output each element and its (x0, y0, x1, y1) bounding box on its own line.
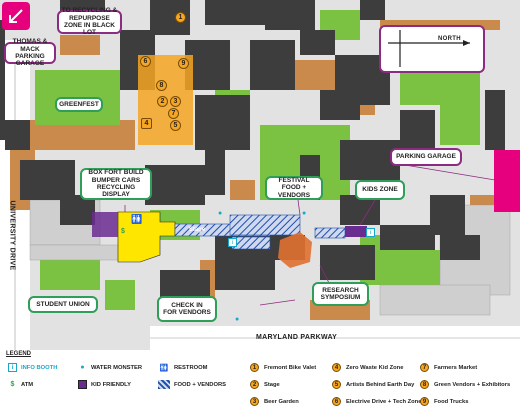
map-base (0, 0, 520, 350)
student-union-building (117, 211, 176, 263)
checkin-callout: CHECK IN FOR VENDORS (157, 296, 217, 322)
marker-5[interactable]: 5 (170, 120, 181, 131)
legend-item-2: 2 Stage (250, 380, 280, 389)
legend-num-3: 3 (250, 397, 259, 406)
legend-num-4: 4 (332, 363, 341, 372)
water-drop-icon: ● (302, 210, 307, 217)
parking-garage-callout: PARKING GARAGE (390, 148, 462, 166)
legend-kid-friendly: KID FRIENDLY (78, 380, 131, 389)
legend-num-7: 7 (420, 363, 429, 372)
marker-8[interactable]: 8 (156, 80, 167, 91)
legend-label-7: Farmers Market (434, 364, 478, 371)
dollar-icon: $ (121, 228, 125, 235)
arrow-back-icon[interactable] (2, 2, 30, 30)
info-icon: i (8, 363, 17, 372)
legend-label-4: Zero Waste Kid Zone (346, 364, 404, 371)
legend-atm-label: ATM (21, 381, 34, 388)
leader-lines (124, 164, 496, 306)
legend-info-booth: i INFO BOOTH (8, 363, 57, 372)
stage-label: Stage (188, 226, 206, 233)
legend-label-1: Fremont Bike Valet (264, 364, 317, 371)
legend-item-9: 9 Food Trucks (420, 397, 468, 406)
recycling-callout: TO RECYCLING & REPURPOSE ZONE IN BLACK L… (57, 7, 122, 36)
legend-restroom: 🚻 RESTROOM (158, 363, 208, 372)
legend-label-6: Electrive Drive + Tech Zone (346, 398, 422, 405)
info-icon: i (228, 238, 237, 247)
legend-num-1: 1 (250, 363, 259, 372)
food-vendor-zone-east (229, 214, 301, 236)
marker-4[interactable]: 4 (141, 118, 152, 129)
legend-num-5: 5 (332, 380, 341, 389)
marker-3[interactable]: 3 (170, 96, 181, 107)
kid-friendly-icon (78, 380, 87, 389)
kids-zone-callout: KIDS ZONE (355, 180, 405, 200)
research-callout: RESEARCH SYMPOSIUM (312, 282, 369, 306)
marker-1[interactable]: 1 (175, 12, 186, 23)
legend-water-monster: ● WATER MONSTER (78, 363, 142, 372)
water-drop-icon: ● (218, 210, 223, 217)
kid-friendly-area (92, 212, 118, 237)
legend-label-5: Artists Behind Earth Day (346, 381, 415, 388)
compass-box (379, 25, 485, 73)
dollar-icon: $ (10, 381, 15, 388)
legend-label-3: Beer Garden (264, 398, 299, 405)
boxfort-callout: BOX FORT BUILD BUMPER CARS RECYCLING DIS… (80, 168, 152, 200)
thomas-mack-garage-callout: THOMAS & MACK PARKING GARAGE (4, 38, 56, 67)
legend-info-booth-label: INFO BOOTH (21, 364, 58, 371)
maryland-parkway-label: MARYLAND PARKWAY (256, 334, 338, 341)
greenfest-callout: GREENFEST (55, 97, 103, 112)
student-union-callout: STUDENT UNION (28, 296, 98, 313)
festival-callout: FESTIVAL FOOD + VENDORS (265, 176, 323, 200)
legend-food-label: FOOD + VENDORS (174, 381, 227, 388)
legend-title: LEGEND (6, 351, 32, 357)
legend-item-7: 7 Farmers Market (420, 363, 477, 372)
legend-num-9: 9 (420, 397, 429, 406)
legend-item-3: 3 Beer Garden (250, 397, 299, 406)
legend-num-2: 2 (250, 380, 259, 389)
legend-water-label: WATER MONSTER (91, 364, 143, 371)
parking-garage-building (494, 150, 520, 212)
restroom-icon: 🚻 (131, 214, 143, 224)
kids-area-purple (345, 226, 367, 237)
legend-food-vendors: FOOD + VENDORS (158, 380, 226, 389)
legend-item-4: 4 Zero Waste Kid Zone (332, 363, 403, 372)
legend-label-9: Food Trucks (434, 398, 469, 405)
legend-kid-label: KID FRIENDLY (91, 381, 132, 388)
legend-num-6: 6 (332, 397, 341, 406)
legend-num-8: 8 (420, 380, 429, 389)
campus-map: TO RECYCLING & REPURPOSE ZONE IN BLACK L… (0, 0, 520, 350)
food-vendor-swatch-icon (158, 380, 170, 389)
food-vendor-zone-south (231, 236, 271, 250)
restroom-icon: 🚻 (159, 364, 169, 372)
marker-2[interactable]: 2 (157, 96, 168, 107)
marker-7[interactable]: 7 (168, 108, 179, 119)
food-vendor-zone-kids (314, 227, 346, 239)
marker-6[interactable]: 6 (140, 56, 151, 67)
water-drop-icon: ● (80, 364, 85, 371)
legend-item-1: 1 Fremont Bike Valet (250, 363, 316, 372)
water-drop-icon: ● (235, 316, 240, 323)
legend-restroom-label: RESTROOM (174, 364, 208, 371)
legend-item-8: 8 Green Vendors + Exhibitors (420, 380, 510, 389)
university-drive-label: UNIVERSITY DRIVE (8, 200, 16, 271)
legend-atm: $ ATM (8, 380, 34, 389)
info-icon: i (366, 228, 375, 237)
marker-9[interactable]: 9 (178, 58, 189, 69)
legend-label-2: Stage (264, 381, 280, 388)
legend-item-6: 6 Electrive Drive + Tech Zone (332, 397, 421, 406)
compass-north-label: NORTH (438, 36, 461, 42)
legend: LEGEND i INFO BOOTH $ ATM ● WATER MONSTE… (0, 350, 520, 416)
legend-label-8: Green Vendors + Exhibitors (434, 381, 511, 388)
research-area (278, 232, 312, 268)
legend-item-5: 5 Artists Behind Earth Day (332, 380, 414, 389)
